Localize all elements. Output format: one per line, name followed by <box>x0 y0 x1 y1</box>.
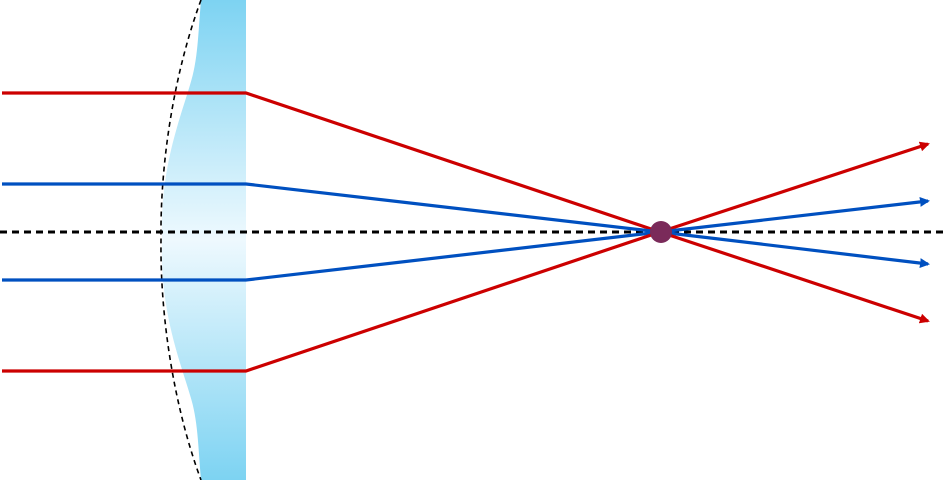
marginal-ray-upper <box>2 91 930 234</box>
spherical-surface-reference <box>160 0 202 480</box>
paraxial-ray-upper <box>2 182 930 234</box>
paraxial-ray-lower <box>2 230 930 282</box>
focal-point <box>650 221 672 243</box>
aspheric-lens <box>161 0 246 480</box>
marginal-ray-lower <box>2 230 930 373</box>
